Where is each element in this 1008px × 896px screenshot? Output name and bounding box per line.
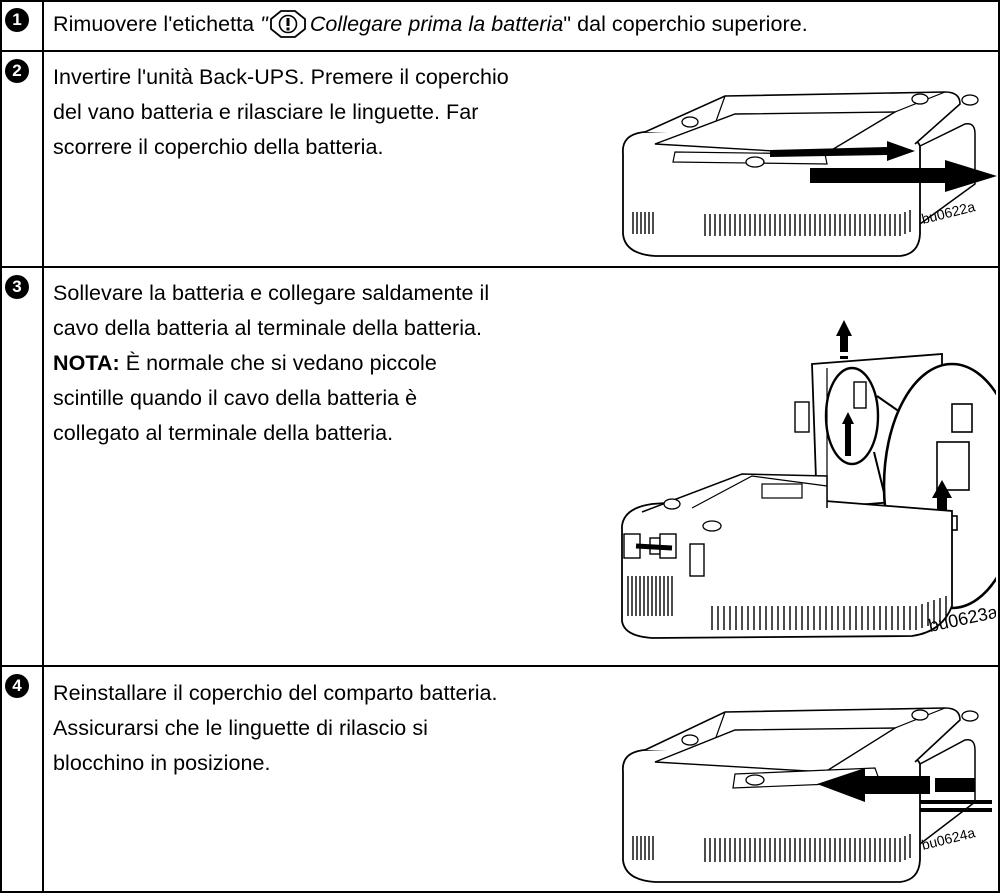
step-4-line-2: Assicurarsi che le linguette di rilascio… bbox=[53, 716, 428, 740]
step-3-note-label: NOTA: bbox=[53, 351, 120, 375]
figure-code-bu0624a: bu0624a bbox=[920, 824, 977, 853]
table-border-left bbox=[0, 0, 2, 893]
row-divider-3 bbox=[0, 665, 1000, 667]
step-3-note-line-1: È normale che si vedano piccole bbox=[119, 351, 437, 375]
step-1-text-before: Rimuovere l'etichetta bbox=[53, 12, 261, 36]
figure-remove-battery-cover: bu0622a bbox=[615, 84, 997, 260]
step-number-3: 3 bbox=[3, 273, 33, 303]
step-3-note-line-3: collegato al terminale della batteria. bbox=[53, 421, 394, 445]
step-4-text: Reinstallare il coperchio del comparto b… bbox=[53, 676, 498, 781]
row-divider-1 bbox=[0, 50, 1000, 52]
step-3-note-line-2: scintille quando il cavo della batteria … bbox=[53, 386, 418, 410]
step-4-line-1: Reinstallare il coperchio del comparto b… bbox=[53, 681, 498, 705]
figure-code-bu0622a: bu0622a bbox=[920, 198, 977, 227]
step-2-text: Invertire l'unità Back-UPS. Premere il c… bbox=[53, 60, 509, 165]
figure-connect-battery: bu0623a bbox=[612, 276, 996, 662]
warning-exclamation-icon bbox=[269, 10, 306, 38]
number-column-divider bbox=[42, 0, 44, 893]
step-3-line-2: cavo della batteria al terminale della b… bbox=[53, 316, 483, 340]
table-border-right bbox=[998, 0, 1000, 893]
step-1-text-after: " dal coperchio superiore. bbox=[563, 12, 808, 36]
table-border-top bbox=[0, 0, 1000, 2]
step-2-line-1: Invertire l'unità Back-UPS. Premere il c… bbox=[53, 65, 509, 89]
step-1-label-italic: Collegare prima la batteria bbox=[309, 12, 564, 36]
figure-reinstall-battery-cover: bu0624a bbox=[615, 698, 997, 888]
step-number-2: 2 bbox=[3, 57, 33, 87]
step-number-4: 4 bbox=[3, 672, 33, 702]
step-2-line-2: del vano batteria e rilasciare le lingue… bbox=[53, 100, 479, 124]
step-3-text: Sollevare la batteria e collegare saldam… bbox=[53, 276, 489, 451]
row-divider-2 bbox=[0, 266, 1000, 268]
table-border-bottom bbox=[0, 891, 1000, 893]
step-1-text: Rimuovere l'etichetta " Collegare prima … bbox=[53, 7, 808, 42]
step-3-line-1: Sollevare la batteria e collegare saldam… bbox=[53, 281, 490, 305]
step-2-line-3: scorrere il coperchio della batteria. bbox=[53, 135, 384, 159]
step-1-quote-open: " bbox=[260, 12, 268, 36]
step-4-line-3: blocchino in posizione. bbox=[53, 751, 271, 775]
step-number-1: 1 bbox=[3, 6, 33, 36]
